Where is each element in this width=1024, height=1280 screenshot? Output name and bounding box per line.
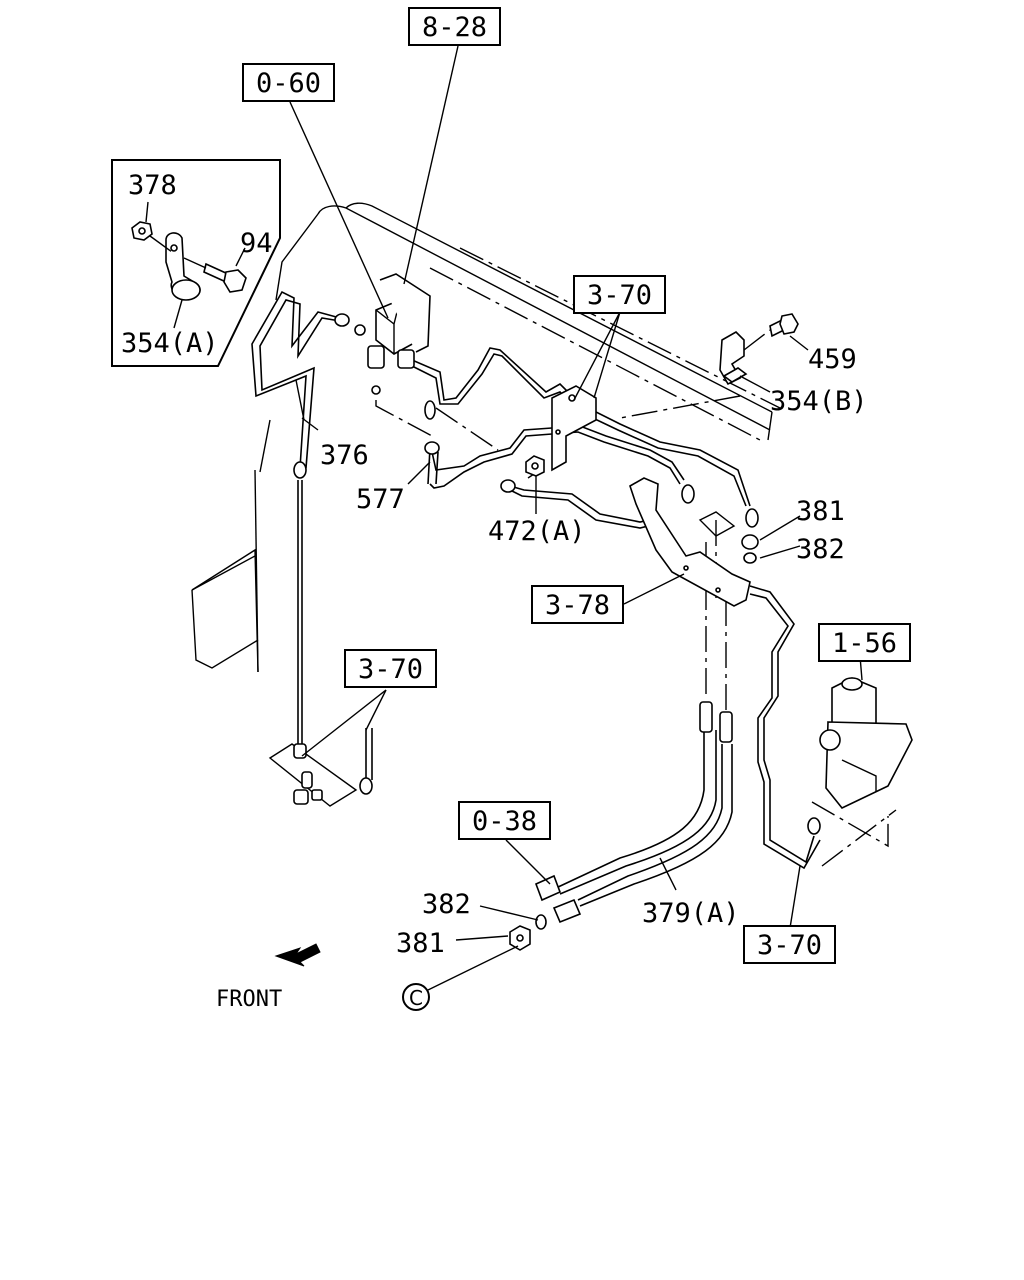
front-direction-indicator: FRONT <box>216 943 321 1012</box>
part-354a-label: 354(A) <box>121 328 219 359</box>
fitting-icon <box>681 484 695 504</box>
tee-connector-icon <box>293 743 323 805</box>
ref-8-28: 8-28 <box>408 7 501 46</box>
components <box>293 273 913 951</box>
ref-3-70-left-label: 3-70 <box>358 654 423 685</box>
front-label: FRONT <box>216 987 282 1012</box>
ref-0-38-label: 0-38 <box>472 806 537 837</box>
part-382-left-label: 382 <box>422 889 471 920</box>
circle-marker-label: C <box>409 986 423 1010</box>
washer-382-icon <box>743 552 757 564</box>
part-472a-label: 472(A) <box>488 516 586 547</box>
part-376-label: 376 <box>320 440 369 471</box>
fitting-icon <box>359 777 373 795</box>
part-381-right-label: 381 <box>796 496 845 527</box>
clip-354a-icon <box>165 232 201 301</box>
front-arrow-icon <box>274 943 321 967</box>
fitting-icon <box>334 313 350 327</box>
ref-3-70-left: 3-70 <box>344 649 437 688</box>
fitting-icon <box>745 508 759 528</box>
part-94-label: 94 <box>240 228 273 259</box>
fitting-icon <box>424 400 436 420</box>
clip-354b-icon <box>719 331 748 386</box>
leader-lines <box>289 45 863 991</box>
pipe-routing <box>251 290 897 907</box>
fitting-icon <box>293 461 307 479</box>
circle-marker: C <box>402 983 430 1011</box>
ref-1-56-label: 1-56 <box>832 628 897 659</box>
part-459-label: 459 <box>808 344 857 375</box>
bracket-3-78-icon <box>629 477 751 607</box>
washer-381-icon <box>741 534 759 550</box>
ref-0-60-label: 0-60 <box>256 68 321 99</box>
solenoid-valve-icon <box>354 273 431 395</box>
ref-3-70-bottom-label: 3-70 <box>757 930 822 961</box>
nut-378-icon <box>131 221 153 241</box>
ref-3-70-bottom: 3-70 <box>743 925 836 964</box>
nut-472a-icon <box>525 455 545 477</box>
hose-end-icon <box>534 701 733 924</box>
ref-0-38: 0-38 <box>458 801 551 840</box>
ref-8-28-label: 8-28 <box>422 12 487 43</box>
chassis-frame <box>191 202 781 673</box>
part-577-label: 577 <box>356 484 405 515</box>
ref-3-78-label: 3-78 <box>545 590 610 621</box>
bolt-459-icon <box>769 313 799 338</box>
part-382-right-label: 382 <box>796 534 845 565</box>
fitting-icon <box>424 441 440 455</box>
detail-inset <box>111 159 281 367</box>
ref-0-60: 0-60 <box>242 63 335 102</box>
ref-3-70-top: 3-70 <box>573 275 666 314</box>
part-354b-label: 354(B) <box>770 386 868 417</box>
part-378-label: 378 <box>128 170 177 201</box>
part-379a-label: 379(A) <box>642 898 740 929</box>
ref-1-56: 1-56 <box>818 623 911 662</box>
fitting-icon <box>500 479 516 493</box>
bolt-94-icon <box>203 262 247 293</box>
part-381-left-label: 381 <box>396 928 445 959</box>
ref-3-78: 3-78 <box>531 585 624 624</box>
ref-3-70-top-label: 3-70 <box>587 280 652 311</box>
fitting-icon <box>807 817 821 835</box>
nut-381-left-icon <box>509 925 531 951</box>
valve-assembly-1-56-icon <box>819 677 913 809</box>
washer-382-left-icon <box>535 914 547 930</box>
